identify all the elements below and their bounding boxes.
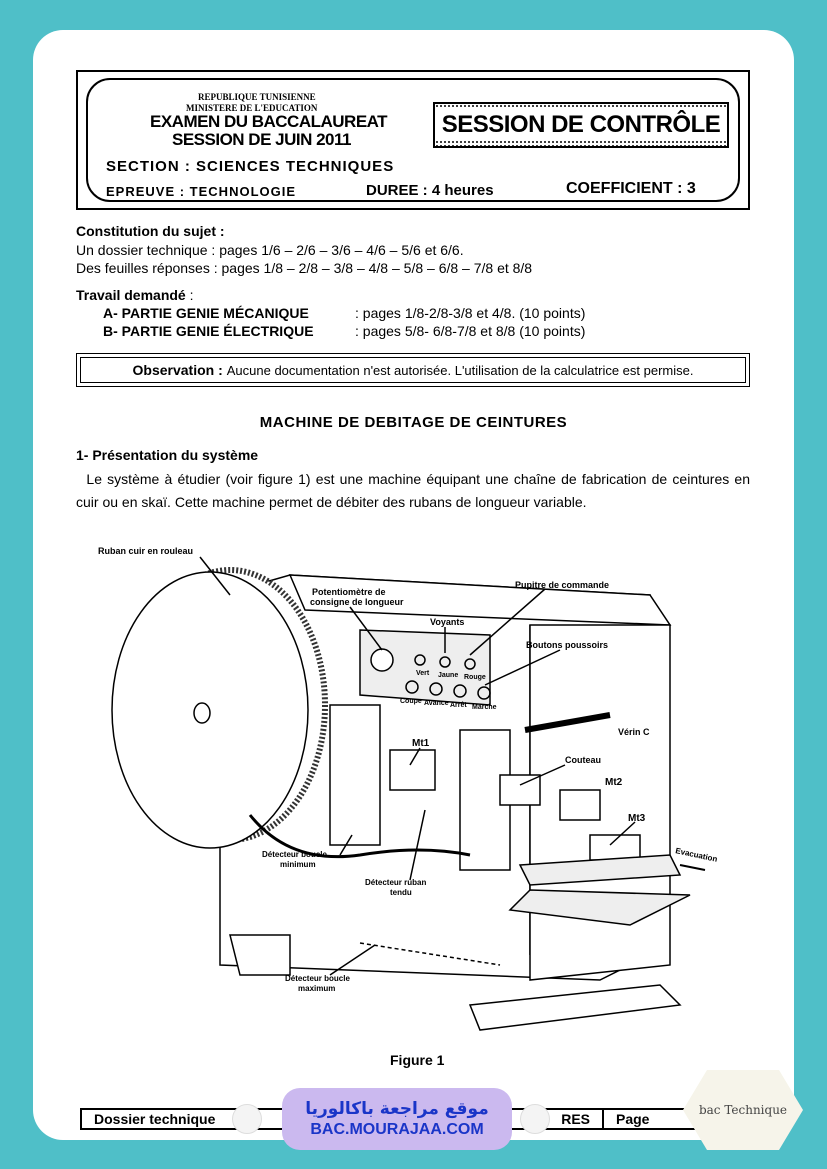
label-vert: Vert: [416, 670, 430, 677]
label-boutons: Boutons poussoirs: [526, 640, 608, 650]
label-mt2: Mt2: [605, 777, 623, 788]
corner-watermark-text: bac Technique: [698, 1103, 788, 1117]
label-ruban: Ruban cuir en rouleau: [98, 546, 193, 556]
bouton-arret: [453, 684, 467, 698]
roll-hub: [193, 702, 211, 724]
label-rouge: Rouge: [464, 674, 486, 681]
label-mt3: Mt3: [628, 813, 646, 824]
evacuation-arrow: [679, 864, 706, 871]
observation-inner: Observation : Aucune documentation n'est…: [80, 357, 746, 383]
label-verin: Vérin C: [618, 727, 650, 737]
watermark-logo-left: [232, 1104, 262, 1134]
leader-det-max: [329, 944, 376, 976]
section1-title: 1- Présentation du système: [76, 447, 259, 463]
session-type: SESSION DE CONTRÔLE: [435, 109, 727, 141]
leader-mt1: [409, 747, 421, 766]
footer-right: Page: [616, 1111, 650, 1127]
coefficient-label: COEFFICIENT : 3: [566, 180, 696, 197]
section1-paragraph: Le système à étudier (voir figure 1) est…: [76, 468, 750, 514]
label-det-max-2: maximum: [298, 984, 335, 993]
figure-caption: Figure 1: [390, 1052, 445, 1068]
verin-rod: [524, 712, 611, 733]
main-title: MACHINE DE DEBITAGE DE CEINTURES: [259, 414, 568, 431]
session-date: SESSION DE JUIN 2011: [172, 130, 351, 149]
motor-mt2: [559, 789, 601, 821]
watermark-logo-right: [520, 1104, 550, 1134]
epreuve-label: EPREUVE : TECHNOLOGIE: [106, 184, 297, 199]
partA-pages: : pages 1/8-2/8-3/8 et 4/8. (10 points): [355, 305, 586, 321]
label-mt1: Mt1: [412, 738, 430, 749]
label-det-ruban-2: tendu: [390, 888, 412, 897]
label-arret: Arrêt: [450, 702, 467, 709]
label-det-min-2: minimum: [280, 860, 316, 869]
label-avance: Avance: [424, 700, 449, 707]
voyant-jaune: [439, 656, 451, 668]
exam-title: EXAMEN DU BACCALAUREAT: [150, 112, 388, 131]
potentiometer-knob: [370, 648, 394, 672]
couteau-block: [499, 774, 541, 806]
dashed-link: [359, 942, 501, 966]
label-couteau: Couteau: [565, 755, 601, 765]
observation-text: Aucune documentation n'est autorisée. L'…: [226, 362, 694, 378]
footer-middle: RES: [258, 1110, 604, 1128]
motor-mt1: [389, 749, 436, 791]
session-type-box: SESSION DE CONTRÔLE: [433, 102, 729, 148]
republic-label: REPUBLIQUE TUNISIENNE: [198, 92, 316, 102]
constitution-line2: Des feuilles réponses : pages 1/8 – 2/8 …: [76, 260, 533, 276]
bouton-avance: [429, 682, 443, 696]
left-mechanism: [329, 704, 381, 846]
label-pot-1: Potentiomètre de: [312, 587, 386, 597]
constitution-title: Constitution du sujet :: [76, 223, 225, 239]
partB-pages: : pages 5/8- 6/8-7/8 et 8/8 (10 points): [355, 323, 586, 339]
corner-watermark: bac Technique: [683, 1070, 803, 1150]
travail-colon: :: [185, 287, 194, 303]
watermark-arabic: موقع مراجعة باكالوريا: [305, 1099, 489, 1119]
base-left: [229, 934, 291, 976]
leader-pupitre: [469, 588, 546, 656]
travail-heading: Travail demandé :: [76, 287, 194, 303]
partB-label: B- PARTIE GENIE ÉLECTRIQUE: [103, 323, 314, 339]
observation-box: Observation : Aucune documentation n'est…: [76, 353, 750, 387]
machine-figure: Ruban cuir en rouleau Potentiomètre de c…: [98, 546, 719, 1031]
voyant-rouge: [464, 658, 476, 670]
base-right: [468, 984, 682, 1031]
label-det-ruban-1: Détecteur ruban: [365, 878, 426, 887]
section1-paragraph-text: Le système à étudier (voir figure 1) est…: [76, 471, 750, 510]
travail-title: Travail demandé: [76, 287, 186, 303]
label-det-max-1: Détecteur boucle: [285, 974, 350, 983]
ribbon-loop: [248, 814, 471, 859]
ministry-label: MINISTERE DE L'EDUCATION: [186, 103, 318, 113]
partA-label: A- PARTIE GENIE MÉCANIQUE: [103, 305, 309, 321]
tray-top: [518, 854, 682, 886]
label-voyants: Voyants: [430, 617, 464, 627]
label-marche: Marche: [472, 704, 497, 711]
leader-mt3: [609, 821, 636, 846]
tray-bottom: [508, 889, 691, 926]
label-pupitre: Pupitre de commande: [515, 580, 609, 590]
leader-det-ruban: [409, 809, 426, 881]
label-coupe: Coupe: [400, 698, 422, 705]
watermark-badge[interactable]: موقع مراجعة باكالوريا BAC.MOURAJAA.COM: [282, 1088, 512, 1150]
observation-label: Observation :: [132, 362, 223, 378]
leader-boutons: [484, 649, 561, 686]
leader-pot: [349, 606, 383, 651]
exam-header: REPUBLIQUE TUNISIENNE MINISTERE DE L'EDU…: [76, 70, 750, 210]
exam-header-inner: REPUBLIQUE TUNISIENNE MINISTERE DE L'EDU…: [86, 78, 740, 202]
label-jaune: Jaune: [438, 672, 458, 679]
leader-ruban: [199, 556, 231, 596]
duree-label: DUREE : 4 heures: [366, 182, 494, 199]
label-pot-2: consigne de longueur: [310, 597, 404, 607]
section-label: SECTION : SCIENCES TECHNIQUES: [106, 158, 395, 175]
voyant-vert: [414, 654, 426, 666]
constitution-line1: Un dossier technique : pages 1/6 – 2/6 –…: [76, 242, 464, 258]
bouton-coupe: [405, 680, 419, 694]
leader-det-min: [339, 834, 353, 856]
leader-couteau: [519, 764, 566, 786]
bouton-marche: [477, 686, 491, 700]
watermark-site: BAC.MOURAJAA.COM: [310, 1121, 484, 1138]
label-evacuation: Evacuation: [675, 846, 719, 864]
motor-mt3: [589, 834, 641, 861]
label-det-min-1: Détecteur boucle: [262, 850, 327, 859]
